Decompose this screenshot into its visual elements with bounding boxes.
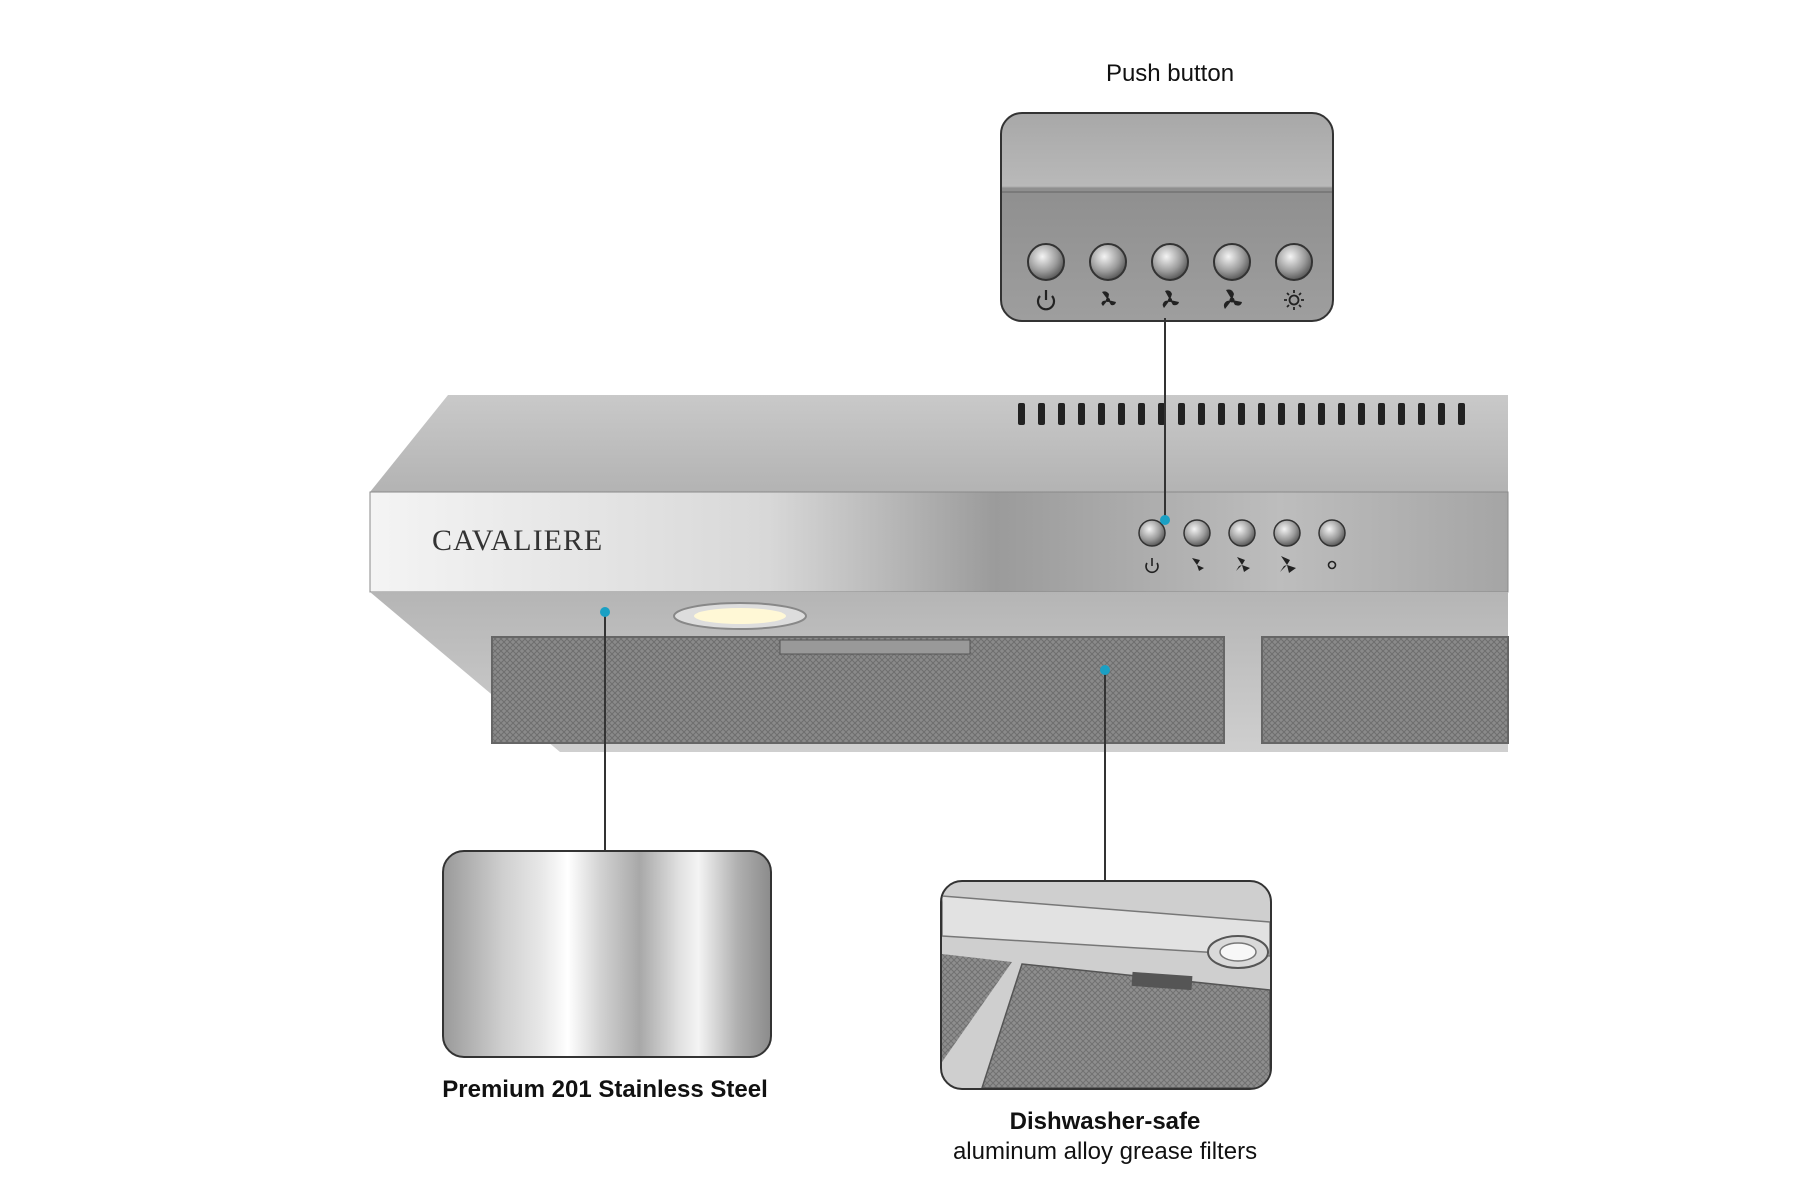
filters-caption-title: Dishwasher-safe: [1009, 1108, 1201, 1135]
stainless-steel-inset: [442, 850, 772, 1058]
brand-logo: CAVALIERE: [432, 524, 604, 557]
front-control-buttons: [1138, 519, 1346, 574]
inset-knob-fan-low: [1089, 243, 1127, 281]
push-button-caption: Push button: [1105, 60, 1235, 87]
filters-caption-subtitle: aluminum alloy grease filters: [952, 1138, 1258, 1165]
steel-caption: Premium 201 Stainless Steel: [442, 1076, 768, 1103]
inset-knob-light: [1275, 243, 1313, 281]
inset-knob-fan-medium: [1151, 243, 1189, 281]
grease-filter-right: [1261, 636, 1509, 744]
power-icon: [1036, 290, 1056, 311]
inset-knob-power: [1027, 243, 1065, 281]
light-icon: [1284, 290, 1304, 310]
callout-leaders: [604, 318, 1166, 880]
inset-knob-fan-high: [1213, 243, 1251, 281]
air-vents: [1018, 403, 1465, 425]
push-button-inset: [1000, 112, 1334, 322]
filters-dot: [1100, 665, 1110, 675]
fan-medium-icon: [1162, 290, 1179, 308]
fan-high-icon: [1223, 289, 1242, 309]
push-button-dot: [1160, 515, 1170, 525]
grease-filter-left: [491, 636, 1225, 744]
fan-low-icon: [1101, 291, 1116, 306]
grease-filter-inset: [940, 880, 1272, 1090]
steel-dot: [600, 607, 610, 617]
hood-light: [673, 602, 807, 630]
